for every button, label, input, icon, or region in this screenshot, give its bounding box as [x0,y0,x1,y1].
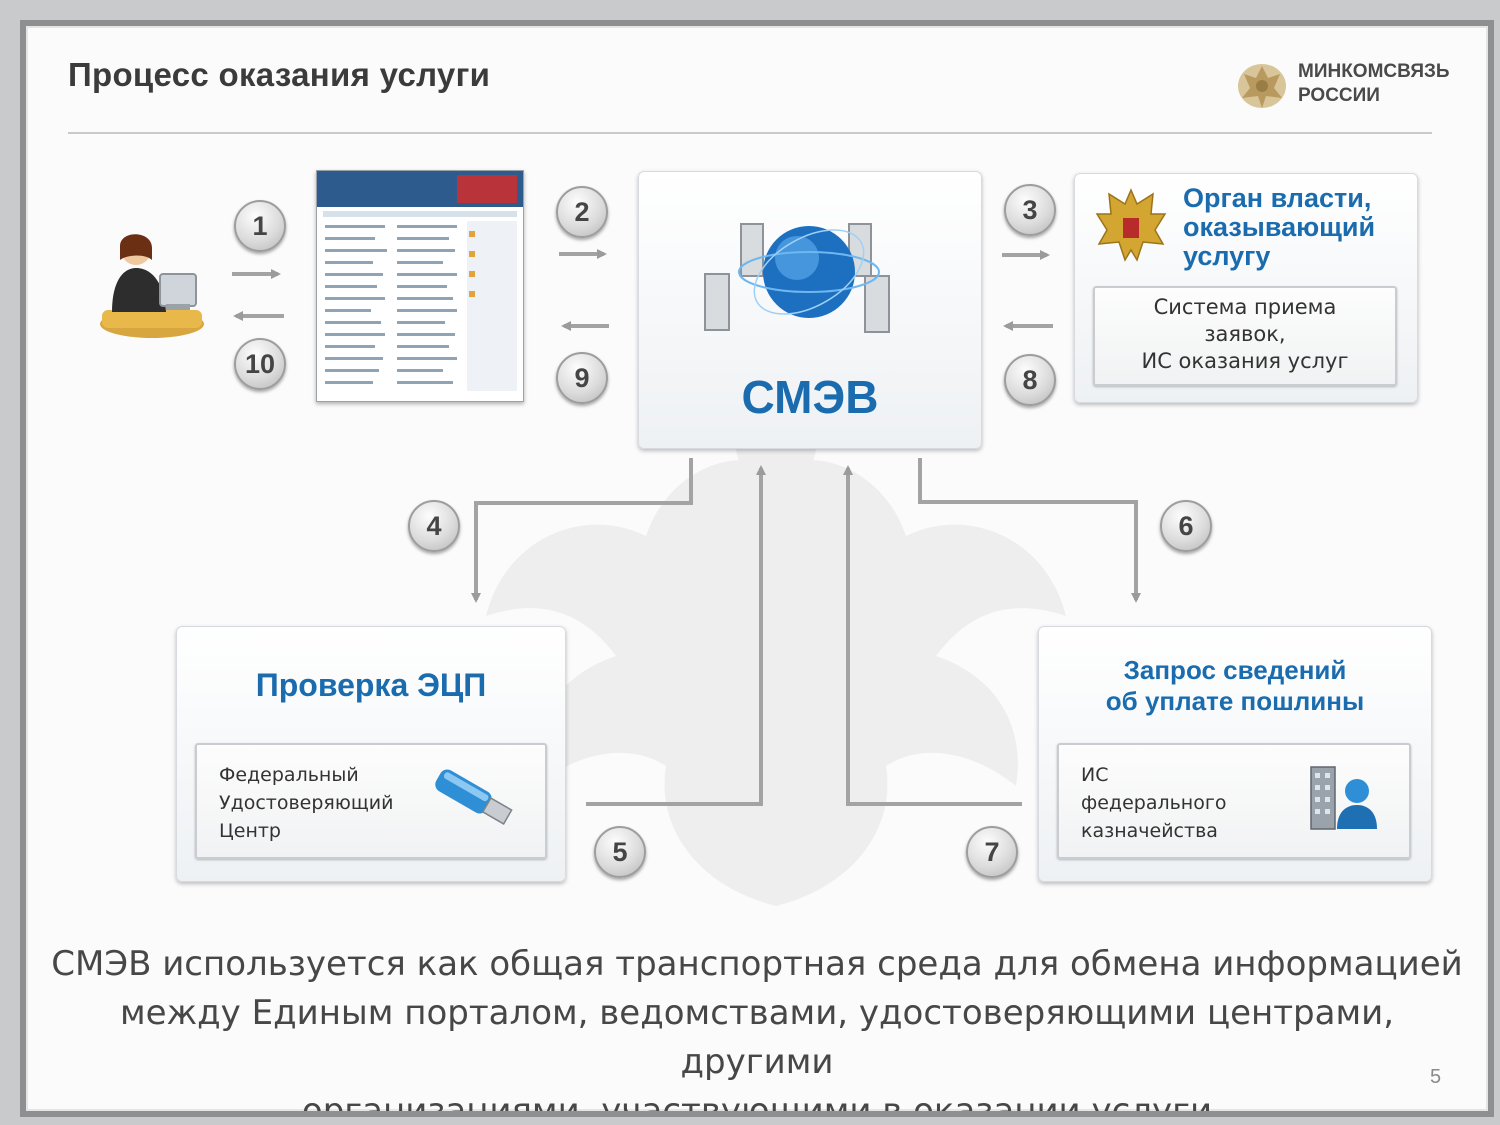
ministry-logo-text: МИНКОМСВЯЗЬ РОССИИ [1298,60,1450,108]
ecp-title: Проверка ЭЦП [255,667,487,703]
step-badge-5: 5 [594,826,646,878]
logo-line1: МИНКОМСВЯЗЬ [1298,61,1450,82]
authority-title-line: оказывающий [1183,212,1376,242]
step-badge-7: 7 [966,826,1018,878]
ecp-detail-line: Федеральный [219,764,359,786]
portal-screenshot-icon [316,170,524,402]
fee-title: Запрос сведений об уплате пошлины [1039,655,1431,717]
step-badge-3: 3 [1004,184,1056,236]
portal-page-mock [317,171,523,391]
flow-connectors [232,249,1141,806]
page-number: 5 [1430,1066,1442,1088]
fee-detail-line: федерального [1081,792,1227,814]
fee-title-line: Запрос сведений [1123,655,1347,685]
globe-network-icon [704,223,890,333]
smev-card: СМЭВ [638,171,982,449]
building-user-icon [1310,766,1377,830]
fee-detail-text: ИС федерального казначейства [1081,761,1226,845]
fee-detail-line: казначейства [1081,820,1218,842]
title-divider [68,132,1432,134]
step-badge-2: 2 [556,186,608,238]
step-badge-9: 9 [556,352,608,404]
step-badge-8: 8 [1004,354,1056,406]
authority-title-line: услугу [1183,241,1271,271]
fee-detail-box: ИС федерального казначейства [1057,743,1411,859]
user-at-computer-icon [100,234,204,338]
emblem-icon [1238,64,1286,108]
authority-title: Орган власти, оказывающий услугу [1183,184,1375,271]
eagle-emblem-icon [1095,188,1167,262]
smev-label: СМЭВ [741,371,879,423]
step-badge-6: 6 [1160,500,1212,552]
footer-description: СМЭВ используется как общая транспортная… [46,940,1468,1117]
step-badge-4: 4 [408,500,460,552]
footer-line: СМЭВ используется как общая транспортная… [51,944,1463,984]
authority-system-line: ИС оказания услуг [1141,349,1349,373]
authority-system-line: заявок, [1204,322,1286,346]
ecp-detail-box: Федеральный Удостоверяющий Центр [195,743,547,859]
fee-title-line: об уплате пошлины [1105,686,1365,716]
footer-line: между Единым порталом, ведомствами, удос… [119,993,1395,1082]
logo-line2: РОССИИ [1298,85,1380,106]
arrow-fee-to-smev [843,465,1022,806]
authority-card: Орган власти, оказывающий услугу Система… [1074,173,1418,403]
slide: Процесс оказания услуги МИНКОМСВЯЗЬ РОСС… [20,20,1494,1117]
fee-detail-line: ИС [1081,764,1109,786]
footer-line: организациями, участвующими в оказании у… [301,1091,1213,1117]
step-badge-10: 10 [234,338,286,390]
arrow-smev-to-fee [918,458,1141,603]
arrow-smev-to-ecp [471,458,693,603]
step-badge-1: 1 [234,200,286,252]
ecp-detail-line: Удостоверяющий [219,792,394,814]
usb-token-icon [435,769,513,825]
authority-title-line: Орган власти, [1183,183,1372,213]
ecp-detail-text: Федеральный Удостоверяющий Центр [219,761,393,845]
ecp-detail-line: Центр [219,820,281,842]
slide-title: Процесс оказания услуги [68,56,491,93]
ecp-card: Проверка ЭЦП Федеральный Удостоверяющий … [176,626,566,882]
authority-system-line: Система приема [1153,295,1337,319]
arrow-ecp-to-smev [586,465,766,806]
fee-card: Запрос сведений об уплате пошлины ИС фед… [1038,626,1432,882]
authority-system-box: Система приема заявок, ИС оказания услуг [1093,286,1397,386]
